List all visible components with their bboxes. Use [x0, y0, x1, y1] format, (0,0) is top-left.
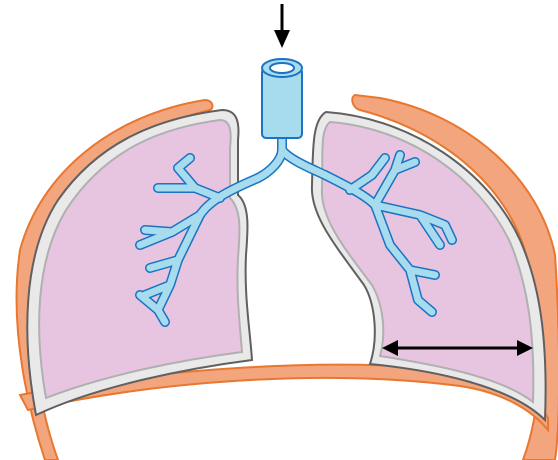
lung-left [39, 120, 242, 398]
trachea-lumen [270, 63, 294, 73]
trachea [262, 68, 302, 138]
arrow-down-icon [274, 4, 290, 48]
